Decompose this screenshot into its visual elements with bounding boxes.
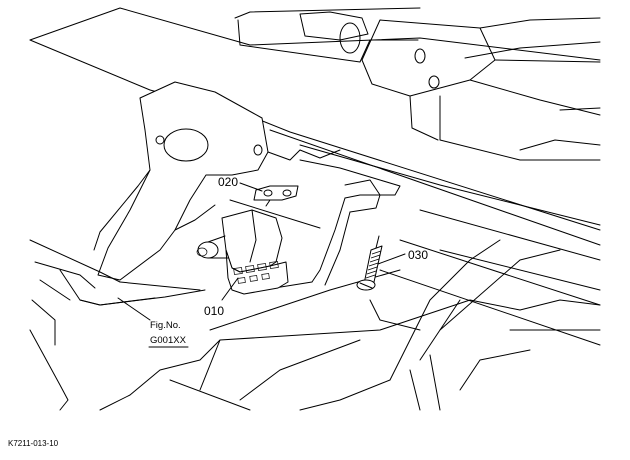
frame-rails [149,89,601,346]
figure-reference-label: Fig.No. [150,320,181,331]
part-number-030: 030 [408,248,428,262]
figure-reference: Fig.No. G001XX [148,320,189,348]
leader-lines [117,182,406,321]
screw-030 [356,235,383,291]
part-number-020: 020 [218,175,238,189]
upper-frame-beam [29,7,601,161]
switch-body-010 [196,209,289,295]
lower-left-frame [29,239,206,411]
plate-020 [253,185,299,207]
lower-right-frame [99,239,601,411]
figure-reference-number: G001XX [150,335,187,346]
mounting-bracket-plate [93,81,301,281]
drawing-code: K7211-013-10 [8,439,59,448]
part-number-010: 010 [204,304,224,318]
terminal-block [233,261,279,284]
